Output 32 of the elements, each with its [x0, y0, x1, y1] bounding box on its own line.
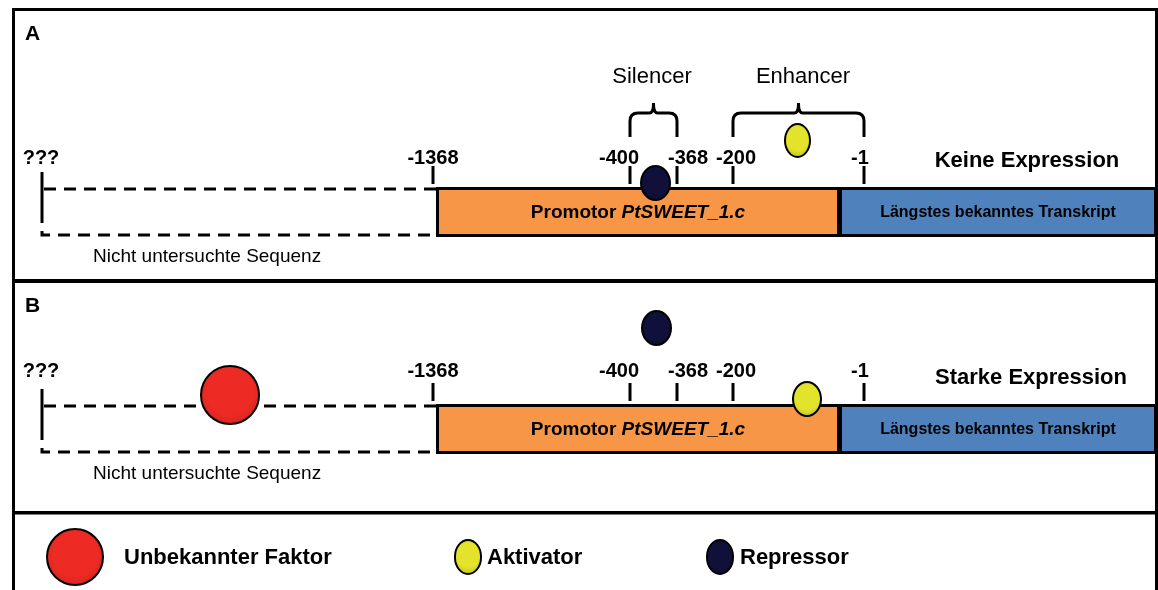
legend-label: Repressor — [740, 544, 849, 570]
region-label: Enhancer — [755, 63, 851, 89]
factor-oval — [641, 310, 672, 346]
expression-label: Keine Expression — [934, 147, 1120, 173]
panel-letter: B — [25, 293, 41, 317]
position-label: -200 — [716, 145, 756, 169]
position-label: ??? — [22, 358, 60, 382]
position-label: -1368 — [407, 358, 459, 382]
position-label: ??? — [22, 145, 60, 169]
factor-oval — [200, 365, 260, 425]
legend-label: Unbekannter Faktor — [124, 544, 332, 570]
position-label: -368 — [668, 358, 708, 382]
legend-label: Aktivator — [487, 544, 583, 570]
panel-letter: A — [25, 21, 41, 45]
position-label: -400 — [599, 358, 639, 382]
position-label: -368 — [668, 145, 708, 169]
sequence-bar: Promotor PtSWEET_1.c — [436, 404, 840, 454]
sequence-caption: Nicht untersuchte Sequenz — [93, 245, 322, 267]
sequence-caption: Nicht untersuchte Sequenz — [93, 462, 322, 484]
factor-oval — [640, 165, 671, 201]
position-label: -1368 — [407, 145, 459, 169]
expression-label: Starke Expression — [935, 364, 1127, 390]
sequence-bar: Längstes bekanntes Transkript — [839, 187, 1157, 237]
position-label: -1 — [851, 358, 869, 382]
factor-oval — [784, 123, 811, 158]
region-label: Silencer — [612, 63, 692, 89]
sequence-bar: Längstes bekanntes Transkript — [839, 404, 1157, 454]
factor-oval — [792, 381, 822, 417]
position-label: -1 — [851, 145, 869, 169]
position-label: -400 — [599, 145, 639, 169]
position-label: -200 — [716, 358, 756, 382]
sequence-bar: Promotor PtSWEET_1.c — [436, 187, 840, 237]
